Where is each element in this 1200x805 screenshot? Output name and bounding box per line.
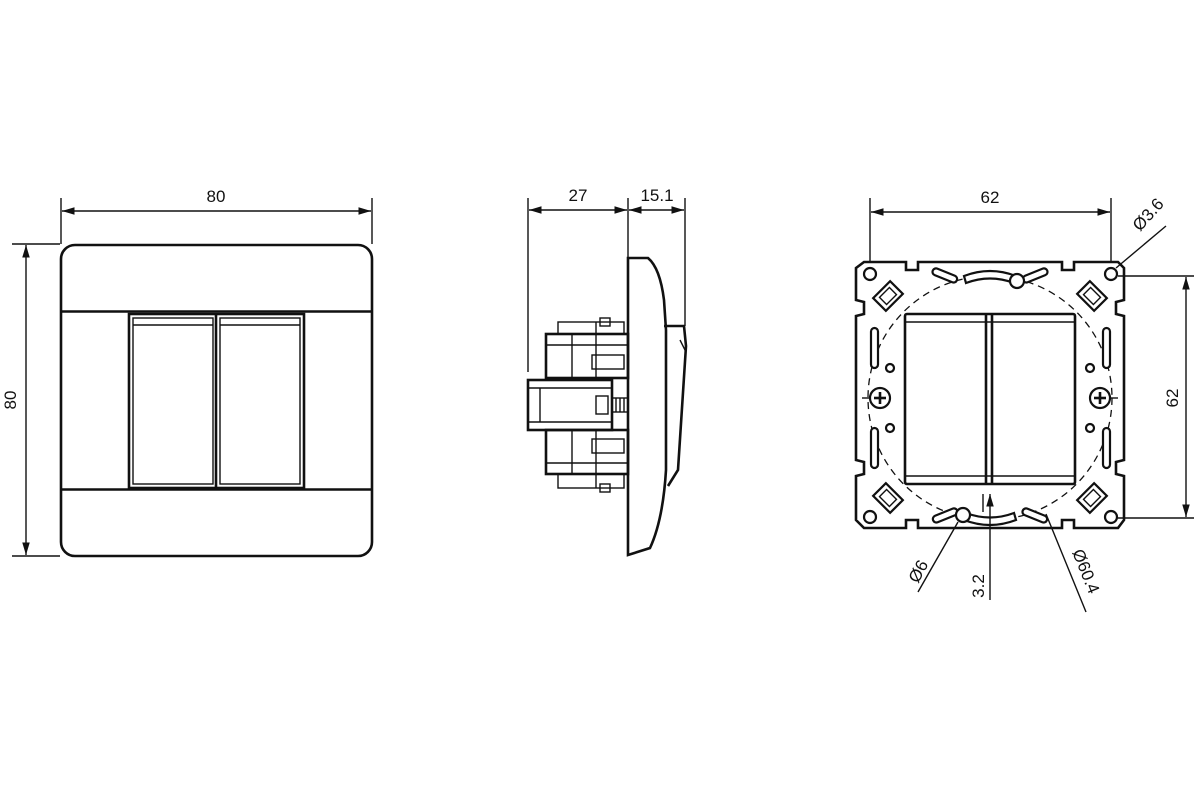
fixing-screws (862, 362, 1118, 434)
terminal-block (526, 378, 614, 432)
depth-label: 27 (569, 186, 588, 205)
offset-label: 3.2 (969, 574, 988, 598)
mounting-slots (869, 267, 1112, 527)
back-view: 62 62 Ø3.6 (854, 188, 1194, 613)
cover-profile (626, 256, 668, 557)
circle-label: Ø60.4 (1068, 546, 1103, 596)
back-rocker-keys (903, 312, 1077, 486)
front-depth-label: 15.1 (640, 186, 673, 205)
mounting-plate (854, 260, 1126, 530)
cover-frame (59, 243, 374, 558)
back-height-label: 62 (1163, 389, 1182, 408)
side-view: 27 15.1 (526, 186, 688, 557)
hole-label: Ø6 (905, 557, 932, 586)
hole-small-leader (1115, 225, 1167, 269)
left-key (132, 317, 214, 485)
front-height-label: 80 (1, 391, 20, 410)
rocker-profile (664, 324, 688, 487)
back-width-label: 62 (981, 188, 1000, 207)
circle-leader (1045, 513, 1087, 613)
right-key (219, 317, 301, 485)
corner-clips (871, 279, 1109, 515)
front-view: 80 80 (1, 187, 374, 558)
front-width-label: 80 (207, 187, 226, 206)
hole-leader (917, 521, 959, 593)
